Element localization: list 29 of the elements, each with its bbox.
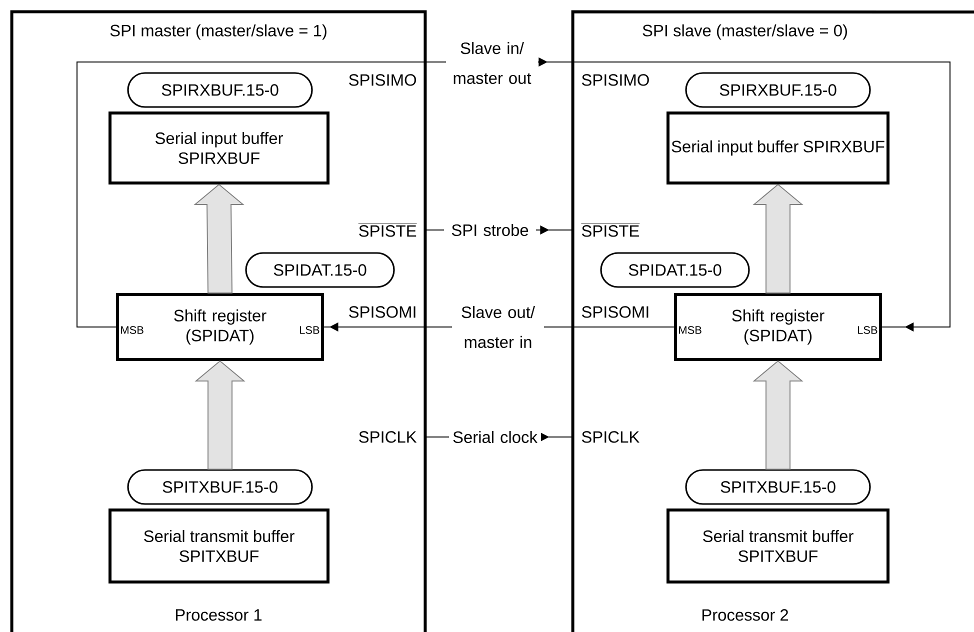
pin-label: SPICLK [359,431,417,443]
pin-label: SPISTE [358,224,417,237]
pin-label: SPISIMO [349,74,416,86]
buffer-box: Serial input buffer SPIRXBUF [666,112,890,184]
register-pill: SPITXBUF.15-0 [685,469,871,505]
edge-label: Serial clock [449,430,541,444]
edge-label: SPI strobe [444,222,536,238]
pin-label: SPICLK [582,431,640,443]
shift-register-box: MSB Shift register (SPIDAT) LSB [116,293,324,361]
shift-register-box: MSB Shift register (SPIDAT) LSB [674,293,882,361]
buffer-box: Serial transmit buffer SPITXBUF [108,508,330,584]
buffer-box: Serial transmit buffer SPITXBUF [666,508,890,584]
pin-label: SPISTE [581,224,640,237]
transfer-arrow [194,184,244,294]
pin-label: SPISOMI [349,306,416,318]
pin-label: SPISOMI [582,306,648,318]
signal-line [76,57,950,332]
pin-label: SPISIMO [582,74,649,86]
transfer-arrow [752,184,804,294]
edge-label: Slave out/ master in [452,305,544,349]
buffer-box: Serial input buffer SPIRXBUF [108,112,330,184]
register-pill: SPIDAT.15-0 [245,252,395,288]
register-pill: SPIRXBUF.15-0 [127,72,313,108]
transfer-arrow [752,360,804,470]
transfer-arrow [194,360,246,470]
register-pill: SPIRXBUF.15-0 [685,72,871,108]
edge-label: Slave in/ master out [446,41,538,85]
register-pill: SPIDAT.15-0 [600,252,750,288]
register-pill: SPITXBUF.15-0 [127,469,313,505]
